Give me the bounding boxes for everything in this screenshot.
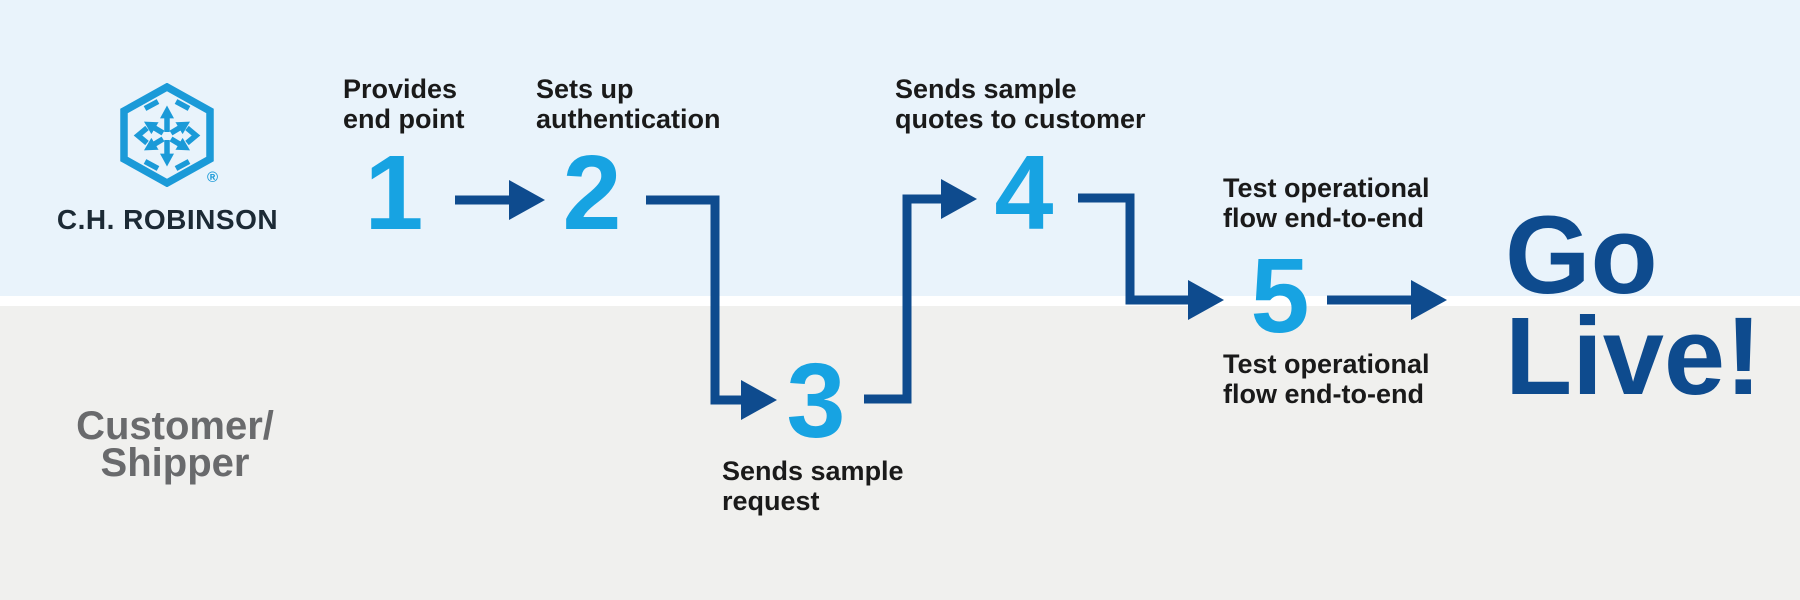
customer-shipper-label: Customer/ Shipper: [30, 404, 320, 485]
step-2-number: 2: [562, 134, 622, 252]
chrobinson-wordmark: C.H. ROBINSON: [56, 204, 279, 235]
step-5-label-below: Test operational flow end-to-end: [1223, 349, 1430, 409]
go-live-line2: Live!: [1505, 295, 1762, 418]
step-1-label-line2: end point: [343, 104, 465, 134]
registered-trademark-symbol: ®: [207, 169, 219, 186]
step-3-label-line1: Sends sample: [722, 456, 904, 486]
chrobinson-hexagon-arrows-icon: [120, 83, 214, 187]
step-5-number: 5: [1250, 237, 1310, 355]
go-live-text: Go Live!: [1505, 194, 1762, 418]
customer-shipper-line1: Customer/: [76, 404, 274, 448]
customer-shipper-line2: Shipper: [100, 441, 250, 485]
step-1-label: Provides end point: [343, 74, 464, 134]
step-5-label-above-line2: flow end-to-end: [1223, 203, 1424, 233]
chrobinson-logo: ® C.H. ROBINSON: [40, 83, 295, 235]
step-4-number: 4: [994, 134, 1054, 252]
step-4-label-line1: Sends sample: [895, 74, 1077, 104]
step-5-label-above: Test operational flow end-to-end: [1223, 173, 1430, 233]
step-1-number: 1: [364, 134, 424, 252]
step-2-label-line1: Sets up: [536, 74, 634, 104]
step-4-label-line2: quotes to customer: [895, 104, 1146, 134]
step-2-label: Sets up authentication: [536, 74, 721, 134]
step-3-label: Sends sample request: [722, 456, 904, 516]
step-1-label-line1: Provides: [343, 74, 458, 104]
step-3-number: 3: [786, 342, 846, 460]
step-4-label: Sends sample quotes to customer: [895, 74, 1146, 134]
step-5-label-below-line1: Test operational: [1223, 349, 1430, 379]
step-5-label-above-line1: Test operational: [1223, 173, 1430, 203]
step-2-label-line2: authentication: [536, 104, 721, 134]
step-3-label-line2: request: [722, 486, 820, 516]
go-live-line1: Go: [1505, 194, 1658, 317]
step-5-label-below-line2: flow end-to-end: [1223, 379, 1424, 409]
